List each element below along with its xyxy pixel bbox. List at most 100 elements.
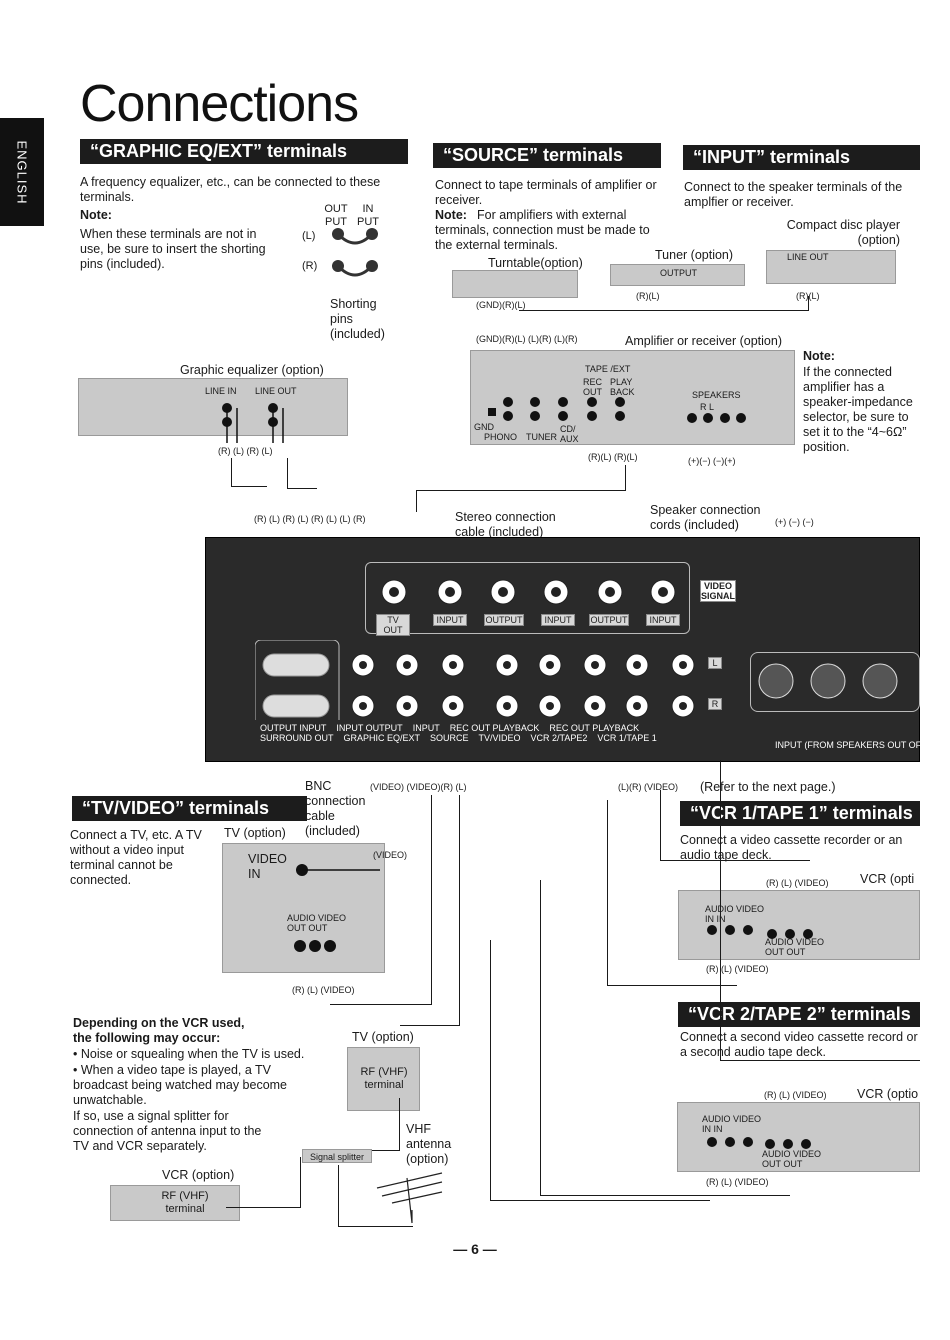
cd-label: Compact disc player (option) — [786, 218, 900, 247]
speakers-label: SPEAKERS — [692, 390, 741, 400]
vcr-note-vcr-label: VCR (option) — [162, 1168, 235, 1182]
vcr2-av-in-label: AUDIO VIDEO IN IN — [702, 1114, 762, 1134]
graphic-equalizer-device — [78, 378, 348, 436]
page-title: Connections — [80, 75, 359, 133]
vcr-rf-label: RF (VHF) terminal — [161, 1190, 209, 1215]
vcr2-top-plugs: (R) (L) (VIDEO) — [764, 1090, 827, 1100]
tv-jacks — [294, 864, 380, 952]
vcr1-device — [678, 890, 920, 960]
speaker-cord-polarity: (+) (−) (−) — [775, 517, 814, 527]
amplifier-device — [470, 350, 795, 445]
vcr-note-heading: Depending on the VCR used, the following… — [73, 1016, 245, 1045]
tuner-plugs: (R)(L) — [636, 291, 660, 301]
vcr2-jacks — [707, 1137, 811, 1149]
speaker-polarity: (+)(−) (−)(+) — [688, 456, 736, 466]
eq-plugs-label: (R) (L) (R) (L) — [218, 446, 273, 456]
audio-jacks — [255, 640, 695, 720]
cd-line-out-label: LINE OUT — [787, 252, 829, 262]
speaker-input-group — [750, 652, 920, 712]
graphic-eq-device-label: Graphic equalizer (option) — [180, 363, 324, 377]
tv-label: TV (option) — [224, 826, 286, 840]
r-badge: R — [708, 698, 722, 710]
tuner-terminal-label: TUNER — [526, 432, 557, 442]
source-heading: “SOURCE” terminals — [433, 143, 661, 168]
tv-rf-label: RF (VHF) terminal — [360, 1066, 408, 1091]
play-back-label: PLAY BACK — [610, 377, 635, 397]
video-signal-badge: VIDEO SIGNAL — [700, 580, 736, 602]
video-jack-group — [365, 562, 690, 634]
vcr1-jacks — [707, 925, 813, 939]
graphic-eq-heading: “GRAPHIC EQ/EXT” terminals — [80, 139, 408, 164]
graphic-eq-note: When these terminals are not in use, be … — [80, 227, 266, 271]
vcr-note-tv-device — [347, 1047, 420, 1111]
video-jacks — [381, 579, 676, 605]
gnd-label: GND — [474, 422, 494, 432]
vcr2-bottom-plugs: (R) (L) (VIDEO) — [706, 1177, 769, 1187]
antenna-icon — [376, 1172, 443, 1224]
vcr1-label: VCR (opti — [860, 872, 915, 886]
amp-label: Amplifier or receiver (option) — [625, 334, 782, 348]
turntable-label: Turntable(option) — [488, 256, 583, 270]
in-put-label: IN PUT — [357, 203, 379, 228]
input-heading: “INPUT” terminals — [683, 145, 920, 170]
output-badge-2: OUTPUT — [589, 614, 629, 626]
input-badge-2: INPUT — [541, 614, 575, 626]
vhf-antenna-label: VHF antenna (option) — [406, 1122, 452, 1166]
tuner-label: Tuner (option) — [655, 248, 734, 262]
input-note-label: Note: — [803, 349, 835, 363]
tv-video-top-plugs: (VIDEO) (VIDEO)(R) (L) — [370, 782, 467, 792]
page-number: — 6 — — [453, 1241, 497, 1257]
vcr1-av-in-label: AUDIO VIDEO IN IN — [705, 904, 765, 924]
output-badge-1: OUTPUT — [484, 614, 524, 626]
input-badge-3: INPUT — [646, 614, 680, 626]
tv-out-badge: TV OUT — [376, 614, 410, 636]
source-desc: Connect to tape terminals of amplifier o… — [435, 178, 657, 207]
amp-plugs: (GND)(R)(L) (L)(R) (L)(R) — [476, 334, 578, 344]
rec-out-label: REC OUT — [583, 377, 603, 397]
refer-next-page: (Refer to the next page.) — [700, 780, 836, 794]
eq-jacks — [222, 403, 284, 443]
turntable-device — [452, 270, 578, 298]
main-unit-rear-panel — [205, 537, 920, 762]
source-note: For amplifiers with external terminals, … — [435, 208, 650, 252]
graphic-eq-desc: A frequency equalizer, etc., can be conn… — [80, 175, 381, 204]
vcr-note-para: If so, use a signal splitter for connect… — [73, 1109, 262, 1153]
source-note-label: Note: — [435, 208, 467, 222]
input-desc: Connect to the speaker terminals of the … — [684, 180, 903, 209]
bnc-label: BNC connection cable (included) — [305, 779, 366, 838]
line-in-label: LINE IN — [205, 386, 237, 396]
l-badge: L — [708, 657, 722, 669]
vcr1-top-plugs: (R) (L) (VIDEO) — [766, 878, 829, 888]
graphic-eq-note-label: Note: — [80, 208, 112, 222]
vcr1-heading: “VCR 1/TAPE 1” terminals — [680, 801, 920, 826]
vcr1-av-out-label: AUDIO VIDEO OUT OUT — [765, 937, 825, 957]
vcr-note-bullet-1: • Noise or squealing when the TV is used… — [73, 1047, 305, 1061]
tv-video-desc: Connect a TV, etc. A TV without a video … — [70, 828, 202, 887]
tv-plugs: (R) (L) (VIDEO) — [292, 985, 355, 995]
input-from-speakers-label: INPUT (FROM SPEAKERS OUT OF A — [775, 740, 930, 750]
language-tab: ENGLISH — [0, 118, 44, 226]
tv-video-heading: “TV/VIDEO” terminals — [72, 796, 307, 821]
cd-plugs: (R)(L) — [796, 291, 820, 301]
turntable-plugs: (GND)(R)(L) — [476, 300, 526, 310]
cd-player-device — [766, 250, 896, 284]
panel-bottom-labels: OUTPUT INPUT INPUT OUTPUT INPUT REC OUT … — [260, 723, 657, 743]
vcr1-bottom-plugs: (R) (L) (VIDEO) — [706, 964, 769, 974]
amp-out-plugs: (R)(L) (R)(L) — [588, 452, 638, 462]
out-put-label: OUT PUT — [324, 203, 348, 228]
vcr-top-plugs: (L)(R) (VIDEO) — [618, 782, 678, 792]
vcr2-av-out-label: AUDIO VIDEO OUT OUT — [762, 1149, 822, 1169]
input-badge-1: INPUT — [433, 614, 467, 626]
amp-jacks — [488, 397, 746, 423]
tv-av-out-label: AUDIO VIDEO OUT OUT — [287, 913, 347, 933]
tv-video-tag: (VIDEO) — [373, 850, 408, 860]
vcr-note-tv-label: TV (option) — [352, 1030, 414, 1044]
vcr2-desc: Connect a second video cassette record o… — [680, 1030, 918, 1059]
signal-splitter: Signal splitter — [302, 1149, 372, 1163]
main-plug-row: (R) (L) (R) (L) (R) (L) (L) (R) — [254, 514, 366, 524]
l-label: (L) — [302, 230, 316, 242]
vcr2-device — [677, 1102, 920, 1172]
vcr1-desc: Connect a video cassette recorder or an … — [680, 833, 903, 862]
cd-aux-label: CD/ AUX — [560, 424, 579, 444]
tape-ext-label: TAPE /EXT — [585, 364, 631, 374]
